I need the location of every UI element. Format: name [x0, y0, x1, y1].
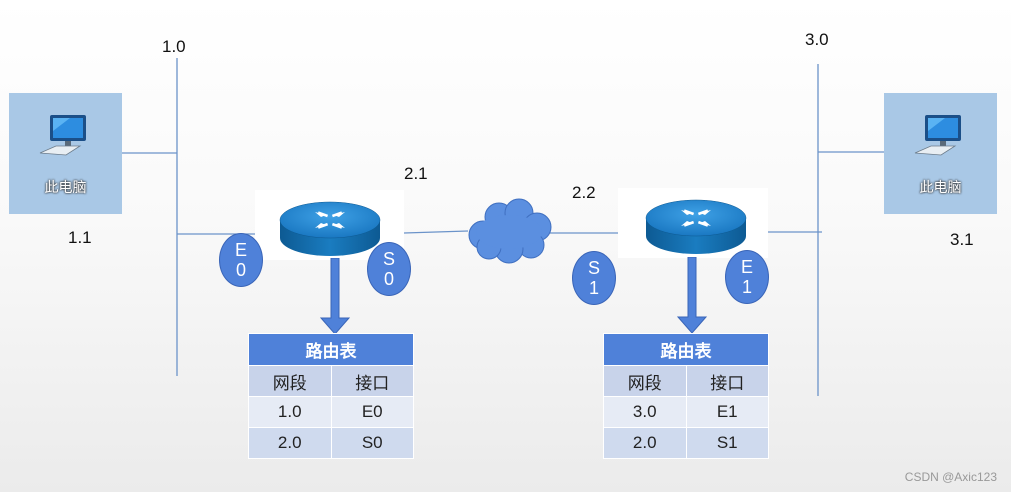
port-s1-number: 1 — [588, 278, 599, 298]
port-e0-number: 0 — [235, 260, 246, 280]
router-icon — [645, 199, 747, 254]
port-s0-letter: S — [382, 249, 395, 269]
left-pc-address: 1.1 — [68, 228, 92, 247]
port-e0[interactable]: E 0 — [219, 233, 263, 287]
port-s1-letter: S — [587, 258, 600, 278]
table-cell: S1 — [685, 427, 769, 459]
right-pc[interactable]: 此电脑 — [884, 93, 997, 214]
left-wan-label: 2.1 — [404, 164, 428, 183]
left-routing-table: 路由表 网段 接口 1.0 E0 2.0 S0 — [248, 333, 414, 459]
port-e1-letter: E — [740, 257, 753, 277]
table-row: 2.0 S1 — [603, 427, 769, 459]
watermark: CSDN @Axic123 — [904, 470, 997, 484]
table-cell: S0 — [330, 427, 414, 459]
table-cell: 2.0 — [603, 427, 687, 459]
port-s0-number: 0 — [383, 269, 394, 289]
left-pc-label: 此电脑 — [44, 180, 87, 196]
port-e0-letter: E — [234, 240, 247, 260]
right-table-title: 路由表 — [603, 333, 769, 366]
right-pc-label: 此电脑 — [919, 180, 962, 196]
left-pc[interactable]: 此电脑 — [9, 93, 122, 214]
port-s1[interactable]: S 1 — [572, 251, 616, 305]
right-table-header-interface: 接口 — [685, 365, 769, 397]
right-table-header-segment: 网段 — [603, 365, 687, 397]
table-row: 1.0 E0 — [248, 396, 414, 428]
table-row: 2.0 S0 — [248, 427, 414, 459]
table-cell: E0 — [330, 396, 414, 428]
router-icon — [279, 201, 381, 256]
left-arrow — [319, 258, 351, 335]
port-e1-number: 1 — [741, 277, 752, 297]
right-wan-label: 2.2 — [572, 183, 596, 202]
port-e1[interactable]: E 1 — [725, 250, 769, 304]
left-router[interactable] — [255, 190, 404, 260]
computer-icon — [914, 115, 961, 156]
left-router-s0-link — [403, 230, 469, 234]
table-cell: 3.0 — [603, 396, 687, 428]
table-row: 3.0 E1 — [603, 396, 769, 428]
table-cell: E1 — [685, 396, 769, 428]
left-table-header-segment: 网段 — [248, 365, 332, 397]
left-segment-label: 1.0 — [162, 37, 186, 56]
left-table-title: 路由表 — [248, 333, 414, 366]
table-cell: 2.0 — [248, 427, 332, 459]
right-routing-table: 路由表 网段 接口 3.0 E1 2.0 S1 — [603, 333, 769, 459]
left-table-header-interface: 接口 — [330, 365, 414, 397]
right-pc-address: 3.1 — [950, 230, 974, 249]
cloud-icon — [468, 198, 552, 264]
right-arrow — [676, 257, 708, 334]
computer-icon — [39, 115, 86, 156]
right-router[interactable] — [618, 188, 768, 258]
port-s0[interactable]: S 0 — [367, 242, 411, 296]
right-segment-label: 3.0 — [805, 30, 829, 49]
table-cell: 1.0 — [248, 396, 332, 428]
